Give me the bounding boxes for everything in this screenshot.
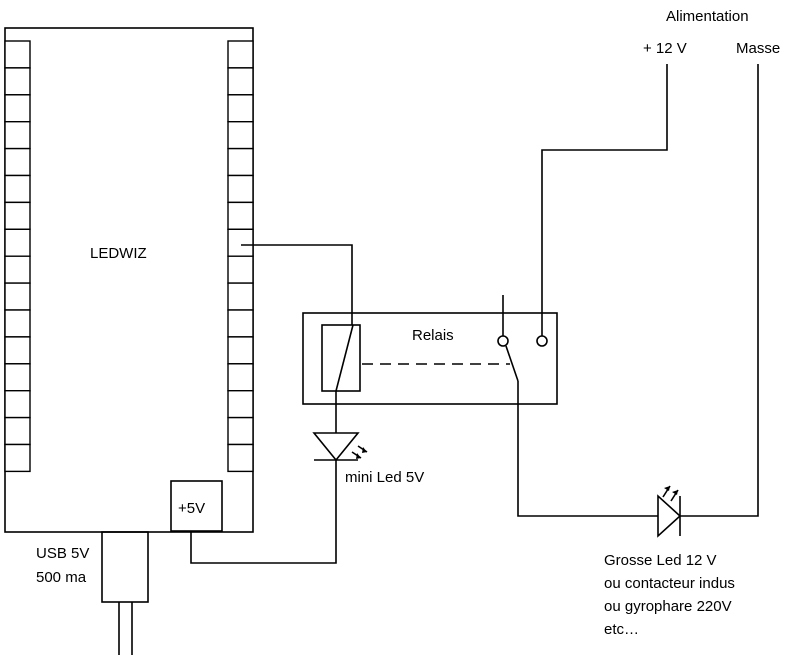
plus5v-terminal (170, 480, 223, 532)
pin-slot (4, 147, 31, 177)
load-label-etc: etc… (604, 621, 639, 638)
pin-slot (4, 174, 31, 204)
led-diode-icon (312, 432, 368, 462)
pin-slot (227, 201, 254, 230)
usb-label: USB 5V (36, 545, 89, 562)
pin-slot (227, 228, 254, 257)
usb-connector (101, 531, 149, 603)
pin-slot (4, 416, 31, 446)
pin-slot (4, 390, 31, 419)
pin-slot (227, 174, 254, 204)
pin-slot (227, 282, 254, 311)
load-label-alt1: ou contacteur indus (604, 575, 735, 592)
pin-slot (4, 255, 31, 284)
usb-current-label: 500 ma (36, 569, 87, 586)
pin-slot (227, 147, 254, 177)
pin-slot (227, 255, 254, 284)
pin-slot (227, 40, 254, 69)
right-pin-header (227, 40, 254, 473)
ground-label: Masse (736, 40, 780, 57)
pin-slot (4, 363, 31, 392)
pin-slot (227, 363, 254, 392)
pin-slot (4, 201, 31, 230)
switch-contact-icon (497, 295, 548, 404)
switch-to-load-wire (517, 404, 658, 517)
pin-slot (227, 120, 254, 150)
pin-slot (4, 309, 31, 338)
pin-slot (227, 309, 254, 338)
pin-slot (4, 228, 31, 257)
board-label: LEDWIZ (90, 245, 147, 262)
pin-slot (227, 416, 254, 446)
pin-slot (227, 67, 254, 96)
led-to-plus5v-wire (190, 460, 337, 564)
plus12v-label: + 12 V (643, 40, 687, 57)
pin-slot (227, 390, 254, 419)
load-label: Grosse Led 12 V (604, 552, 717, 569)
relay-label: Relais (412, 327, 454, 344)
ground-wire (680, 64, 759, 517)
output-wire (241, 244, 353, 325)
pin-slot (4, 67, 31, 96)
pin-slot (4, 282, 31, 311)
pin-slot (4, 94, 31, 123)
left-pin-header (4, 40, 31, 473)
relay-coil-icon (321, 324, 361, 392)
power-title: Alimentation (666, 8, 749, 25)
pin-slot (4, 40, 31, 69)
pin-slot (227, 443, 254, 473)
pin-slot (4, 120, 31, 150)
ledwiz-board (4, 27, 254, 533)
pin-slot (227, 336, 254, 365)
led-diode-icon (657, 485, 682, 538)
mini-led-label: mini Led 5V (345, 469, 424, 486)
relay-box (302, 312, 558, 405)
pin-slot (4, 443, 31, 473)
pin-slot (227, 94, 254, 123)
plus12v-wire (541, 64, 668, 336)
pin-slot (4, 336, 31, 365)
plus5v-label: +5V (178, 500, 205, 517)
load-label-alt2: ou gyrophare 220V (604, 598, 732, 615)
